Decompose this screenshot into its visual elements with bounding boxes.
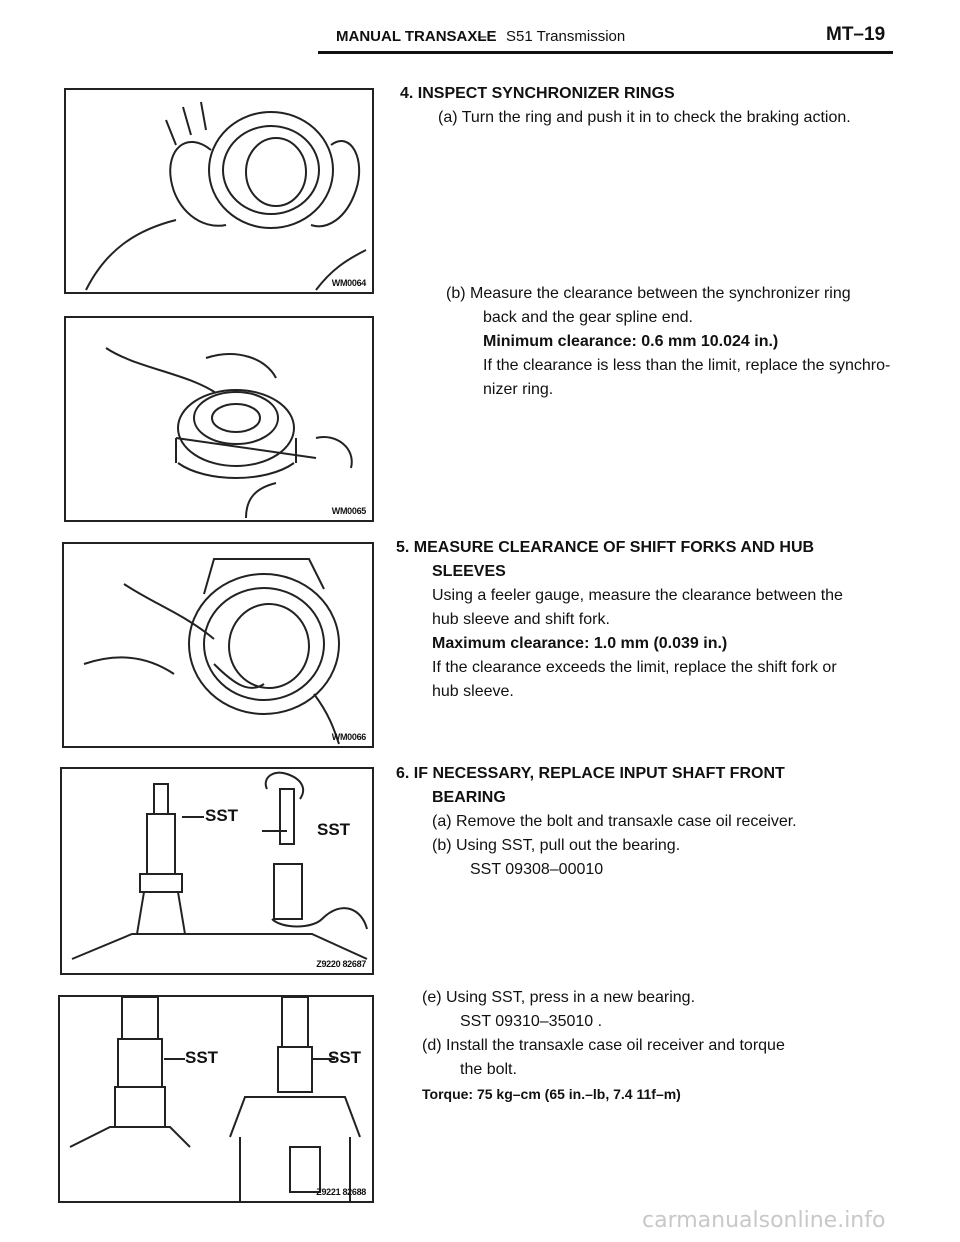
- step4-title: 4. INSPECT SYNCHRONIZER RINGS: [400, 85, 675, 102]
- step6-d-line1: (d) Install the transaxle case oil recei…: [422, 1037, 785, 1054]
- shift-fork-illustration: [83, 558, 340, 745]
- step4-a: (a) Turn the ring and push it in to chec…: [438, 109, 851, 126]
- figure-shift-fork-clearance: WM0066: [62, 542, 374, 748]
- step4-note-line1: If the clearance is less than the limit,…: [483, 357, 891, 374]
- step5-title-line2: SLEEVES: [432, 563, 506, 580]
- step6-e-sst: SST 09310–35010 .: [460, 1013, 603, 1030]
- bearing-puller-illustration: SST SST: [71, 771, 368, 960]
- step5-title-line1: 5. MEASURE CLEARANCE OF SHIFT FORKS AND …: [396, 539, 815, 556]
- step5-note-line2: hub sleeve.: [432, 683, 514, 700]
- header-subsection: S51 Transmission: [506, 28, 626, 45]
- figure-ring-clearance: WM0065: [64, 316, 374, 522]
- step4-b-line2: back and the gear spline end.: [483, 309, 693, 326]
- figure-code: WM0064: [331, 278, 367, 288]
- header-section: MANUAL TRANSAXLE: [336, 28, 497, 45]
- header-rule: [318, 51, 893, 54]
- figure-code: WM0065: [331, 506, 367, 516]
- sst-label: SST: [185, 1048, 219, 1067]
- bearing-press-illustration: SST SST: [69, 997, 362, 1201]
- figure-code: Z9221 82688: [316, 1187, 366, 1197]
- step6-e: (e) Using SST, press in a new bearing.: [422, 989, 696, 1006]
- step6-d-line2: the bolt.: [460, 1061, 517, 1078]
- ring-clearance-illustration: [105, 347, 353, 519]
- step4-spec: Minimum clearance: 0.6 mm 10.024 in.): [483, 333, 779, 350]
- figure-synchronizer-ring-braking: WM0064: [64, 88, 374, 294]
- sst-label: SST: [205, 806, 239, 825]
- step5-spec: Maximum clearance: 1.0 mm (0.039 in.): [432, 635, 728, 652]
- step5-body-line2: hub sleeve and shift fork.: [432, 611, 610, 628]
- sst-label: SST: [317, 820, 351, 839]
- step5-body-line1: Using a feeler gauge, measure the cleara…: [432, 587, 843, 604]
- step4-note-line2: nizer ring.: [483, 381, 554, 398]
- step6-title-line2: BEARING: [432, 789, 506, 806]
- step5-note-line1: If the clearance exceeds the limit, repl…: [432, 659, 837, 676]
- figure-code: Z9220 82687: [316, 959, 366, 969]
- step4-b-line1: (b) Measure the clearance between the sy…: [446, 285, 851, 302]
- sst-label: SST: [328, 1048, 362, 1067]
- figure-press-bearing: SST SST Z9221 82688: [58, 995, 374, 1203]
- step6-b-sst: SST 09308–00010: [470, 861, 604, 878]
- figure-pull-bearing: SST SST Z9220 82687: [60, 767, 374, 975]
- step6-torque: Torque: 75 kg–cm (65 in.–lb, 7.4 11f–m): [422, 1086, 681, 1102]
- synchronizer-ring-illustration: [85, 101, 367, 291]
- watermark: carmanualsonline.info: [642, 1208, 886, 1233]
- figure-code: WM0066: [331, 732, 367, 742]
- step6-a: (a) Remove the bolt and transaxle case o…: [432, 813, 797, 830]
- step6-title-line1: 6. IF NECESSARY, REPLACE INPUT SHAFT FRO…: [396, 765, 785, 782]
- page-number: MT–19: [826, 24, 886, 45]
- header-dash: –: [478, 28, 487, 45]
- step6-b: (b) Using SST, pull out the bearing.: [432, 837, 681, 854]
